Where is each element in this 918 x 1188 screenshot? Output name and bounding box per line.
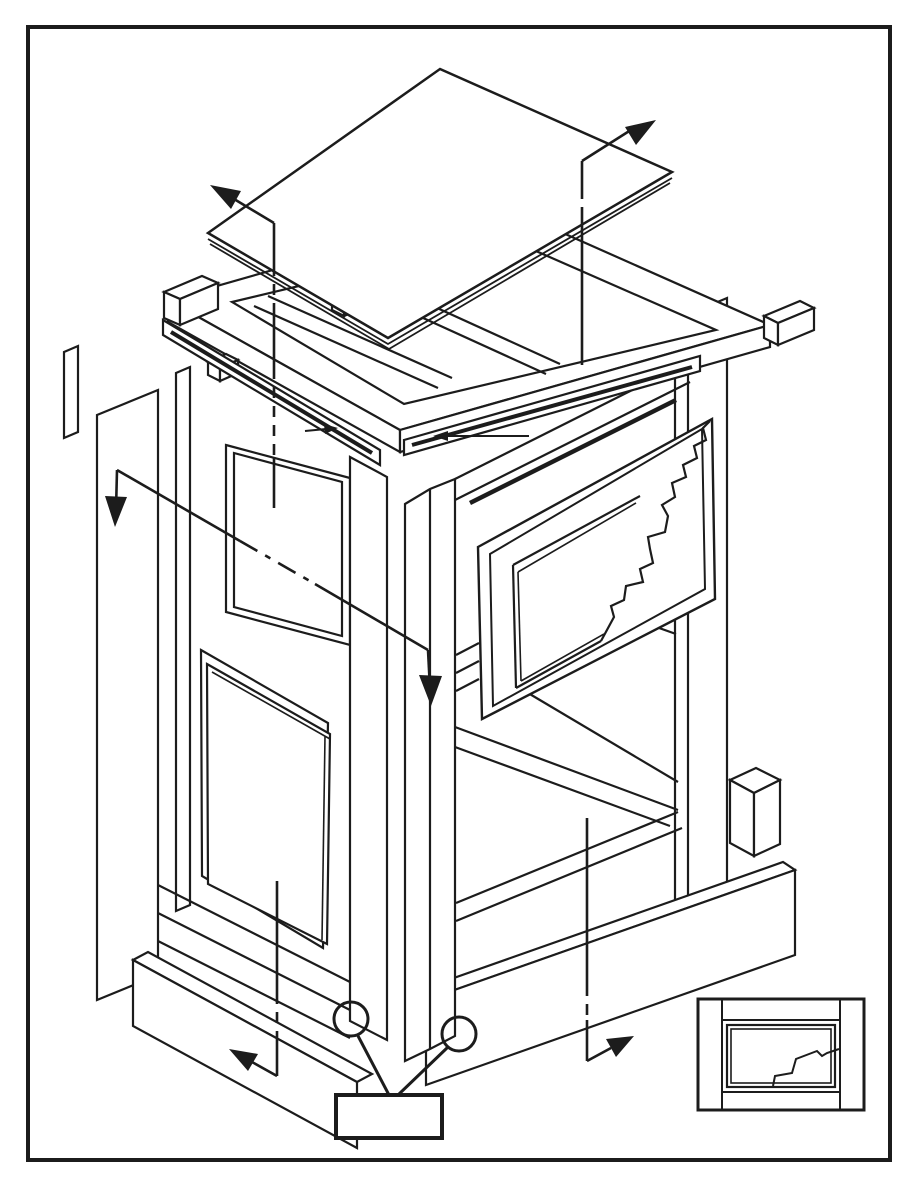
top-molding-groove-right — [411, 365, 693, 447]
through-arrow-diagonal — [116, 468, 241, 543]
through-arrow-end-head — [419, 675, 442, 706]
inset-veneer-tear — [772, 1048, 840, 1087]
through-arrow-diagonal-hidden — [239, 539, 316, 586]
drawer-front-outer — [476, 416, 717, 721]
left-back-board — [62, 344, 80, 440]
groove-pointer-left-head — [324, 424, 338, 434]
drawer-panel-bottom-edge-inner — [520, 633, 605, 682]
inset-panel-outer — [725, 1023, 837, 1089]
tabletop-thickness — [209, 182, 671, 351]
removal-arrow-top-right-head — [625, 120, 656, 145]
interior-wall-shelf-junction — [454, 745, 671, 828]
right-mid-rail — [455, 660, 480, 674]
interior-wall-shelf-junction — [522, 689, 679, 783]
drawer-veneer-tear — [600, 420, 711, 642]
right-mid-rail — [455, 678, 480, 692]
removal-arrow-bottom-right-head — [606, 1036, 634, 1057]
detail-circle-right — [440, 1015, 478, 1053]
removal-arrow-bottom-right-diag — [586, 1046, 612, 1063]
front-left-post — [348, 455, 389, 1042]
cornice-right-return-side — [776, 306, 816, 347]
left-side-lower-panel-field-edge — [321, 735, 326, 941]
left-side-lower-panel-field-edge — [211, 671, 331, 740]
cornice-left-return-front — [162, 290, 182, 327]
left-side-upper-panel-inner — [232, 451, 344, 638]
bottom-shelf-front-edge — [455, 826, 683, 923]
outer-border — [26, 25, 892, 1162]
bottom-shelf-front-edge — [455, 810, 679, 905]
interior-wall-shelf-junction — [454, 725, 679, 812]
tabletop-panel — [205, 67, 675, 340]
groove-pointer-left-line — [304, 428, 327, 432]
right-rear-stile — [673, 296, 729, 950]
left-side-lower-panel-field — [205, 662, 332, 946]
removal-arrow-bottom-left-diag — [251, 1060, 278, 1078]
drawer-panel-top-edge-inner — [517, 502, 637, 573]
right-top-rail-groove — [468, 397, 678, 506]
tabletop-thickness — [207, 177, 673, 346]
through-arrow-start-head — [105, 496, 127, 527]
left-side-bottom-rail — [157, 884, 351, 983]
through-arrow-diagonal — [314, 582, 429, 652]
cornice-cross-rail — [253, 304, 439, 390]
right-base-block-front — [728, 778, 756, 858]
drawer-panel-left-edge-inner — [517, 571, 522, 682]
left-side-mid-stile — [174, 365, 192, 913]
label-leader-left — [355, 1033, 391, 1096]
cornice-left-return-side — [178, 281, 220, 327]
drawer-panel-top-edge — [512, 495, 641, 566]
label-box — [334, 1093, 444, 1140]
right-mid-rail — [455, 642, 480, 656]
right-plinth-front-face — [424, 868, 797, 1087]
cornice-cross-rail — [267, 294, 453, 380]
top-molding-groove-left — [169, 330, 374, 455]
right-top-rail — [454, 381, 691, 501]
label-leader-right — [396, 1045, 450, 1097]
left-side-bottom-rail — [157, 940, 351, 1039]
left-side-stile — [95, 388, 160, 1002]
removal-arrow-bottom-left-head — [229, 1049, 258, 1071]
drawer-panel-bottom-edge — [515, 640, 602, 689]
drawer-panel-left-edge — [511, 564, 518, 689]
drawer-front-border — [488, 427, 707, 708]
removal-arrow-top-left-head — [210, 185, 241, 209]
removal-arrow-top-left-diag — [233, 197, 275, 225]
removal-arrow-top-right-diag — [581, 126, 635, 163]
inset-panel-inner — [730, 1028, 832, 1084]
right-base-block-side — [752, 778, 782, 858]
left-side-bottom-rail — [157, 912, 351, 1011]
detail-circle-left — [332, 1000, 370, 1038]
groove-pointer-right-head — [433, 431, 448, 441]
